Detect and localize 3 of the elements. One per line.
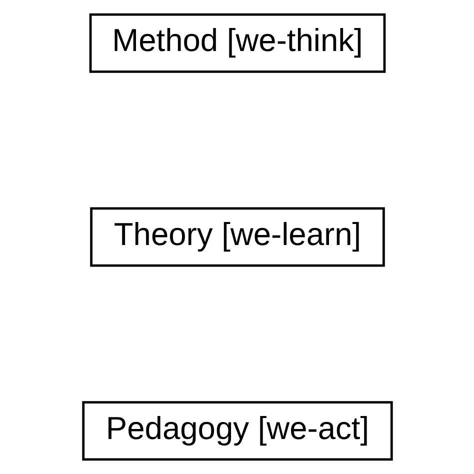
node-box: Theory [we-learn]: [90, 207, 384, 267]
node-box: Pedagogy [we-act]: [82, 401, 392, 461]
node-box: Method [we-think]: [88, 13, 386, 73]
